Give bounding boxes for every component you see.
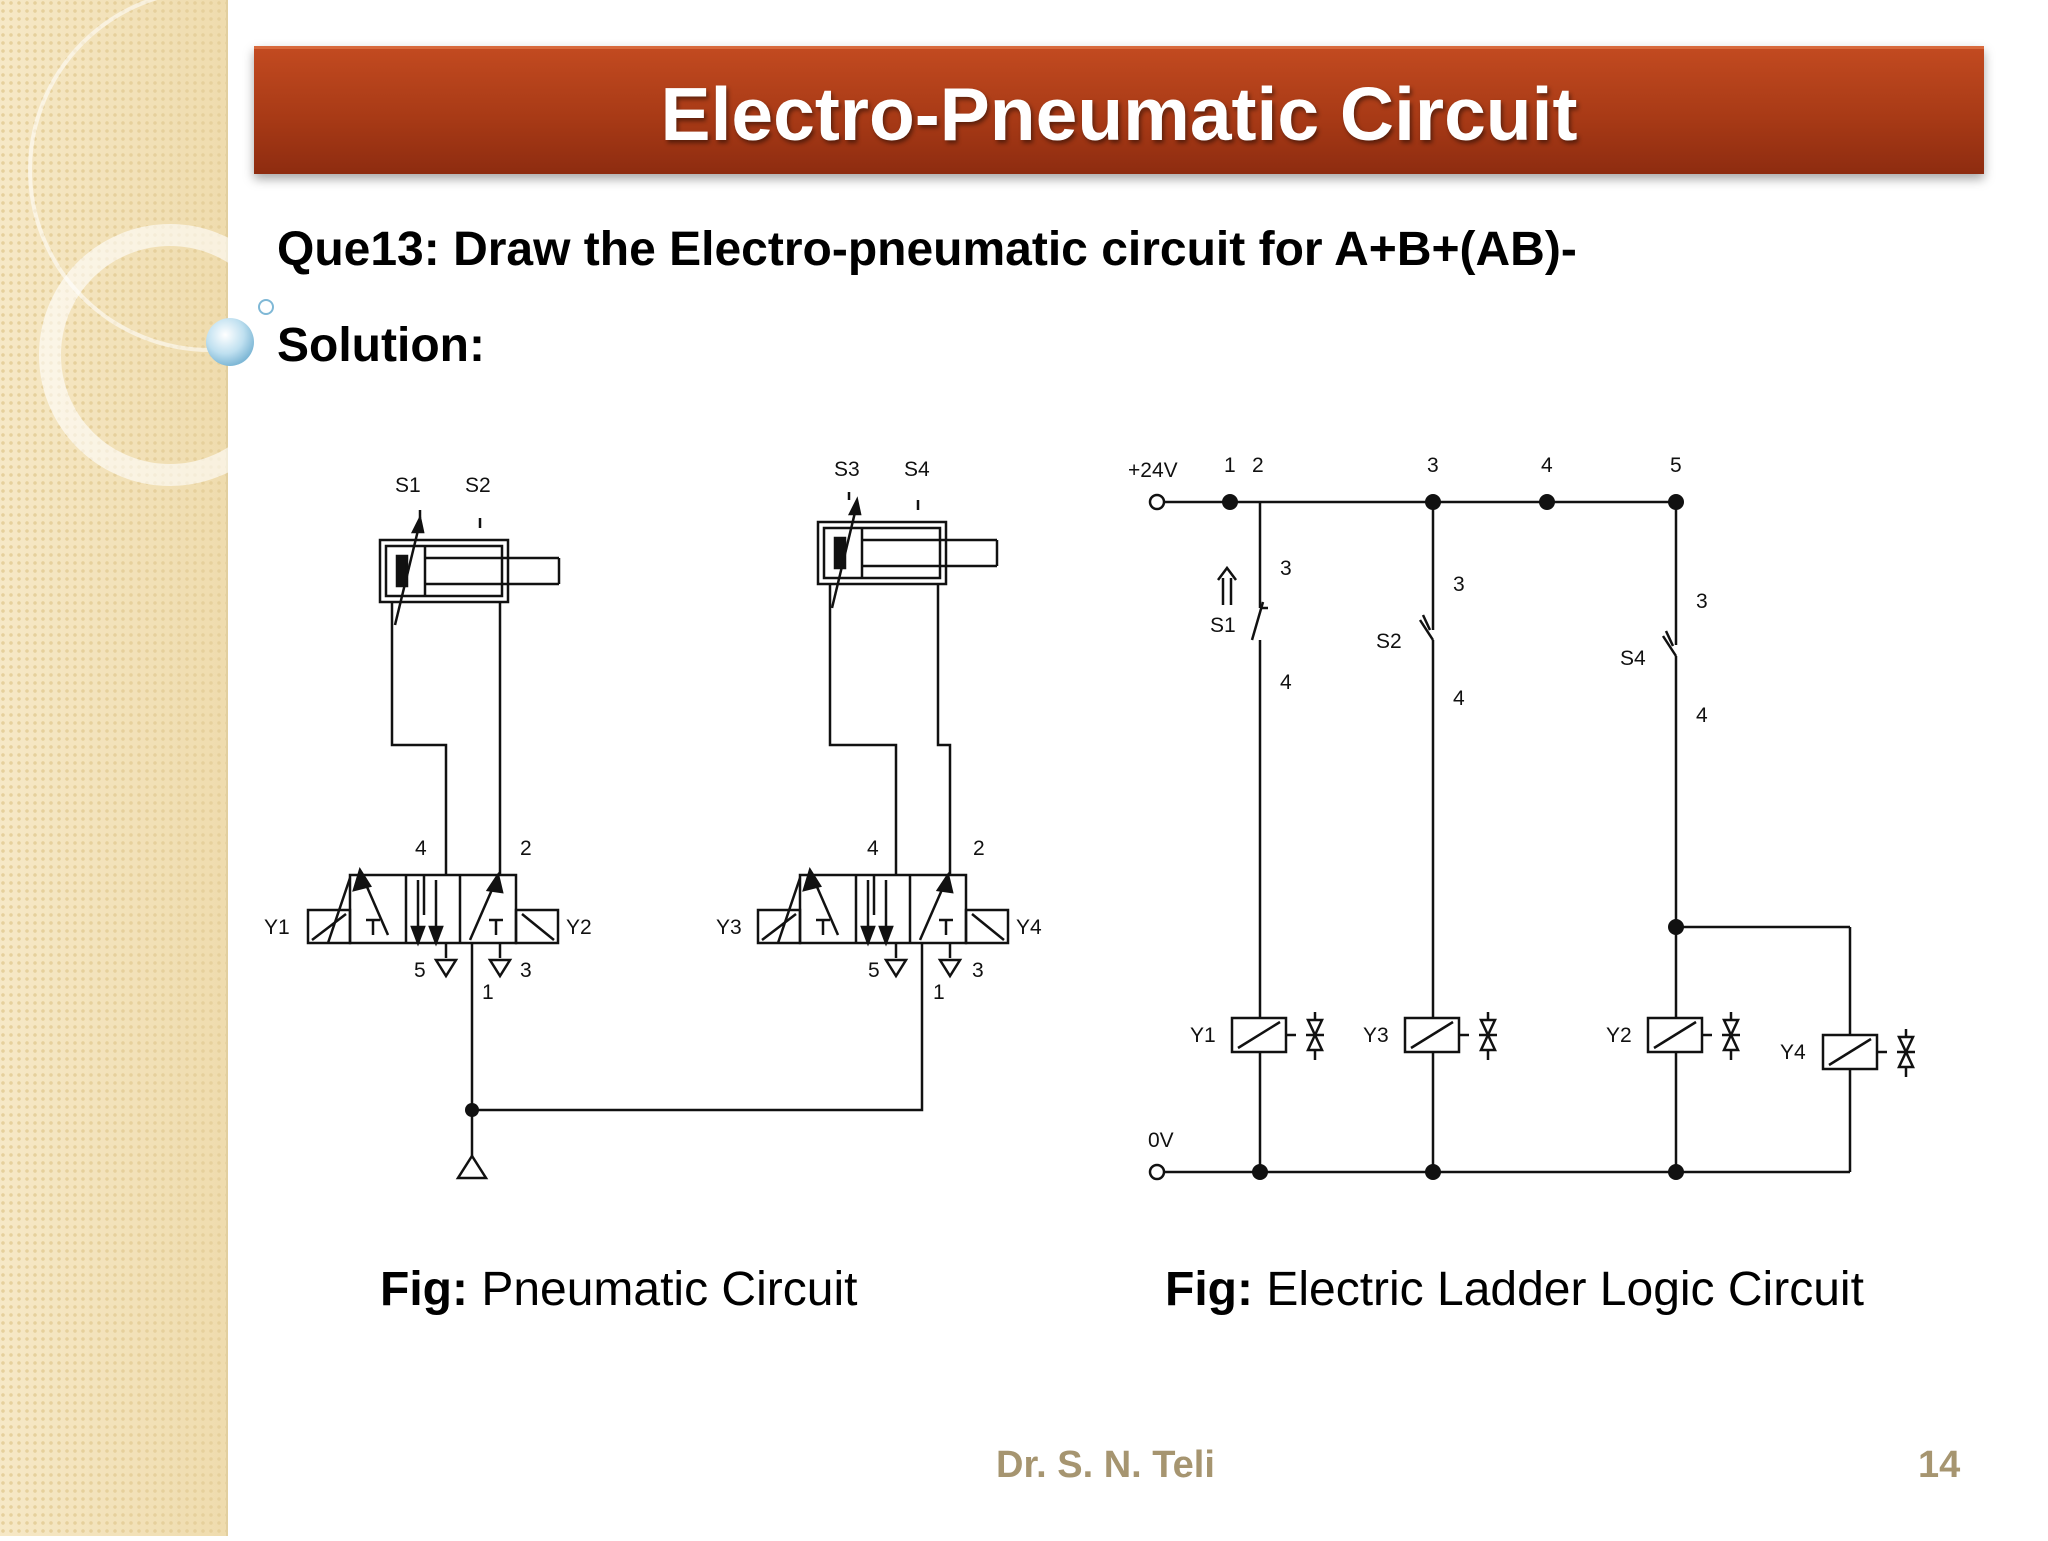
node-label-3: 3 <box>1427 454 1439 477</box>
footer-author: Dr. S. N. Teli <box>996 1444 1215 1486</box>
switch-s1-label: S1 <box>1210 614 1236 637</box>
ladder-logic-diagram: +24V 0V 1 2 3 4 5 S1 3 4 S2 3 4 S4 3 4 Y… <box>1128 454 1915 1181</box>
node-label-2: 2 <box>1252 454 1264 477</box>
coil-label-y4: Y4 <box>1780 1041 1806 1064</box>
switch-s4-label: S4 <box>1620 647 1646 670</box>
coil-label-y3: Y3 <box>1363 1024 1389 1047</box>
valve-b-port5: 5 <box>868 959 880 982</box>
valve-a <box>306 866 560 985</box>
question-text: Que13: Draw the Electro-pneumatic circui… <box>277 223 1577 276</box>
label-s3: S3 <box>834 458 860 481</box>
caption-prefix: Fig: <box>1165 1263 1253 1316</box>
valve-a-port3: 3 <box>520 959 532 982</box>
cylinder-a <box>378 510 561 626</box>
coil-suppressor-y3 <box>1459 1012 1497 1060</box>
label-s4: S4 <box>904 458 930 481</box>
coil-label-y1: Y1 <box>1190 1024 1216 1047</box>
node-label-5: 5 <box>1670 454 1682 477</box>
valve-b-sol-left: Y3 <box>716 916 742 939</box>
valve-a-sol-left: Y1 <box>264 916 290 939</box>
valve-b-port3: 3 <box>972 959 984 982</box>
node-dot <box>1222 494 1238 510</box>
switch-s4-term-bottom: 4 <box>1696 704 1708 727</box>
valve-a-port1: 1 <box>482 981 494 1004</box>
slide-title: Electro-Pneumatic Circuit <box>660 72 1578 156</box>
coil-suppressor-y1 <box>1286 1012 1324 1060</box>
valve-a-port4: 4 <box>415 837 427 860</box>
switch-s1-term-bottom: 4 <box>1280 671 1292 694</box>
node-dot <box>1539 494 1555 510</box>
caption-prefix: Fig: <box>380 1263 468 1316</box>
node-dot <box>1668 1164 1684 1180</box>
caption-pneumatic: Fig: Pneumatic Circuit <box>380 1262 857 1317</box>
terminal-zero <box>1148 1163 1166 1181</box>
node-label-4: 4 <box>1541 454 1553 477</box>
decorative-bubble-icon <box>206 318 254 366</box>
caption-ladder: Fig: Electric Ladder Logic Circuit <box>1165 1262 1864 1317</box>
label-plus24v: +24V <box>1128 459 1178 482</box>
switch-s4-term-top: 3 <box>1696 590 1708 613</box>
node-dot <box>1668 919 1684 935</box>
caption-text: Electric Ladder Logic Circuit <box>1266 1263 1864 1316</box>
node-dot <box>1252 1164 1268 1180</box>
coil-suppressor-y4 <box>1877 1029 1915 1077</box>
switch-s2-label: S2 <box>1376 630 1402 653</box>
switch-s2-term-bottom: 4 <box>1453 687 1465 710</box>
node-dot <box>1425 1164 1441 1180</box>
valve-b-port2: 2 <box>973 837 985 860</box>
node-dot <box>1668 494 1684 510</box>
terminal-plus <box>1148 493 1166 511</box>
coil-label-y2: Y2 <box>1606 1024 1632 1047</box>
valve-a-sol-right: Y2 <box>566 916 592 939</box>
label-s1: S1 <box>395 474 421 497</box>
switch-s2-term-top: 3 <box>1453 573 1465 596</box>
cylinder-b <box>816 492 999 609</box>
label-0v: 0V <box>1148 1129 1174 1152</box>
decorative-rings <box>28 0 392 486</box>
node-label-1: 1 <box>1224 454 1236 477</box>
solution-label: Solution: <box>277 319 485 372</box>
junction-dot <box>465 1103 479 1117</box>
valve-a-port5: 5 <box>414 959 426 982</box>
decorative-side-panel <box>0 0 392 1536</box>
valve-b-port4: 4 <box>867 837 879 860</box>
valve-b-sol-right: Y4 <box>1016 916 1042 939</box>
label-s2: S2 <box>465 474 491 497</box>
page-number: 14 <box>1918 1444 1961 1486</box>
title-bar: Electro-Pneumatic Circuit <box>254 46 1984 174</box>
caption-text: Pneumatic Circuit <box>481 1263 858 1316</box>
valve-b <box>756 866 1010 985</box>
node-dot <box>1425 494 1441 510</box>
coil-suppressor-y2 <box>1702 1012 1740 1060</box>
valve-a-port2: 2 <box>520 837 532 860</box>
pneumatic-circuit-diagram: S1 S2 S3 S4 4 2 Y1 Y2 5 3 1 4 2 Y3 Y4 5 … <box>264 458 1042 1180</box>
switch-s1-term-top: 3 <box>1280 557 1292 580</box>
valve-b-port1: 1 <box>933 981 945 1004</box>
